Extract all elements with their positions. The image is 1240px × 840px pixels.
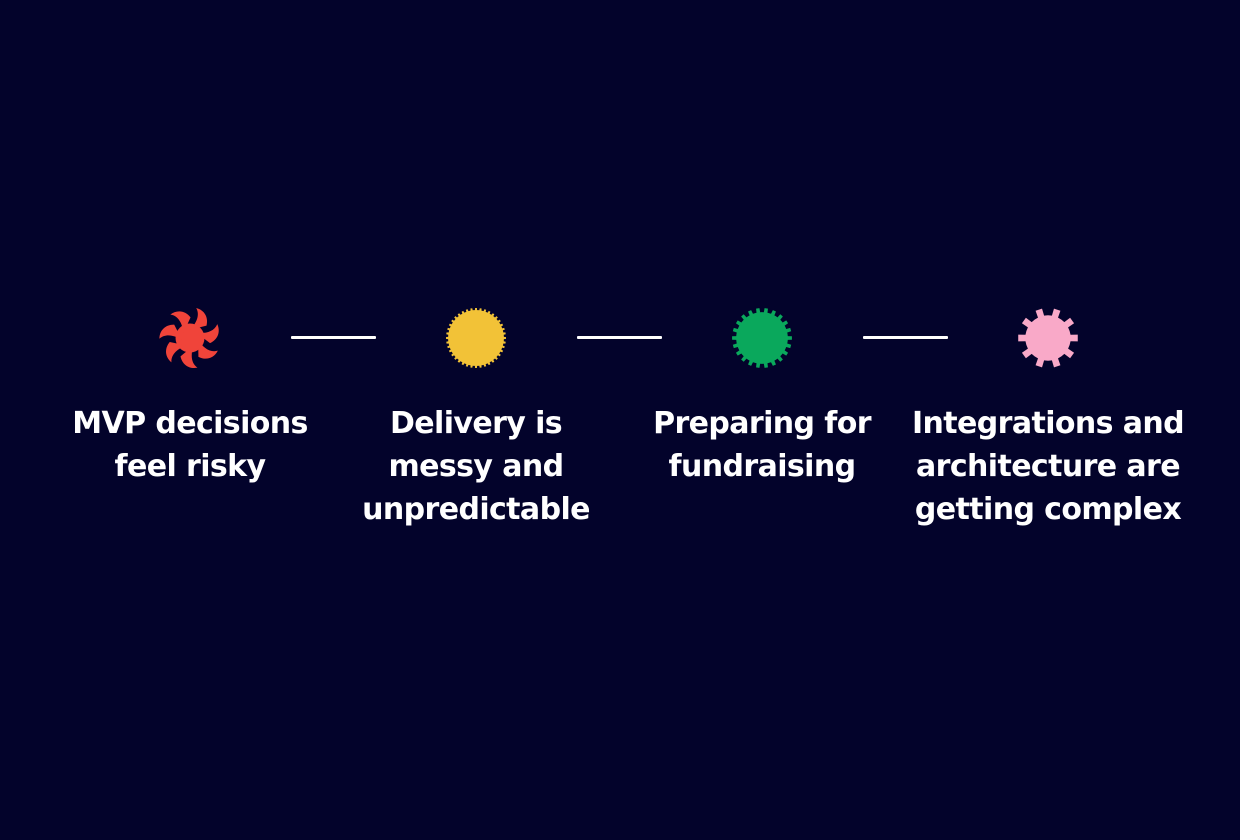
label-line: feel risky bbox=[114, 449, 267, 484]
label-line: Preparing for bbox=[653, 406, 871, 441]
gear-sun-icon bbox=[731, 307, 793, 369]
connector-line-2 bbox=[577, 336, 662, 339]
label-line: Delivery is bbox=[389, 406, 563, 441]
label-line: unpredictable bbox=[362, 492, 590, 527]
label-line: fundraising bbox=[668, 449, 857, 484]
step-label-fundraising: Preparing for fundraising bbox=[622, 402, 902, 488]
label-line: getting complex bbox=[914, 492, 1182, 527]
label-line: architecture are bbox=[915, 449, 1181, 484]
cog-icon bbox=[1017, 307, 1079, 369]
pinwheel-icon bbox=[159, 307, 221, 369]
serrated-sun-icon bbox=[445, 307, 507, 369]
step-label-integrations: Integrations and architecture are gettin… bbox=[908, 402, 1188, 531]
connector-line-1 bbox=[291, 336, 376, 339]
label-line: Integrations and bbox=[911, 406, 1185, 441]
connector-line-3 bbox=[863, 336, 948, 339]
step-label-mvp: MVP decisions feel risky bbox=[50, 402, 330, 488]
step-label-delivery: Delivery is messy and unpredictable bbox=[336, 402, 616, 531]
label-line: messy and bbox=[388, 449, 565, 484]
label-line: MVP decisions bbox=[72, 406, 308, 441]
